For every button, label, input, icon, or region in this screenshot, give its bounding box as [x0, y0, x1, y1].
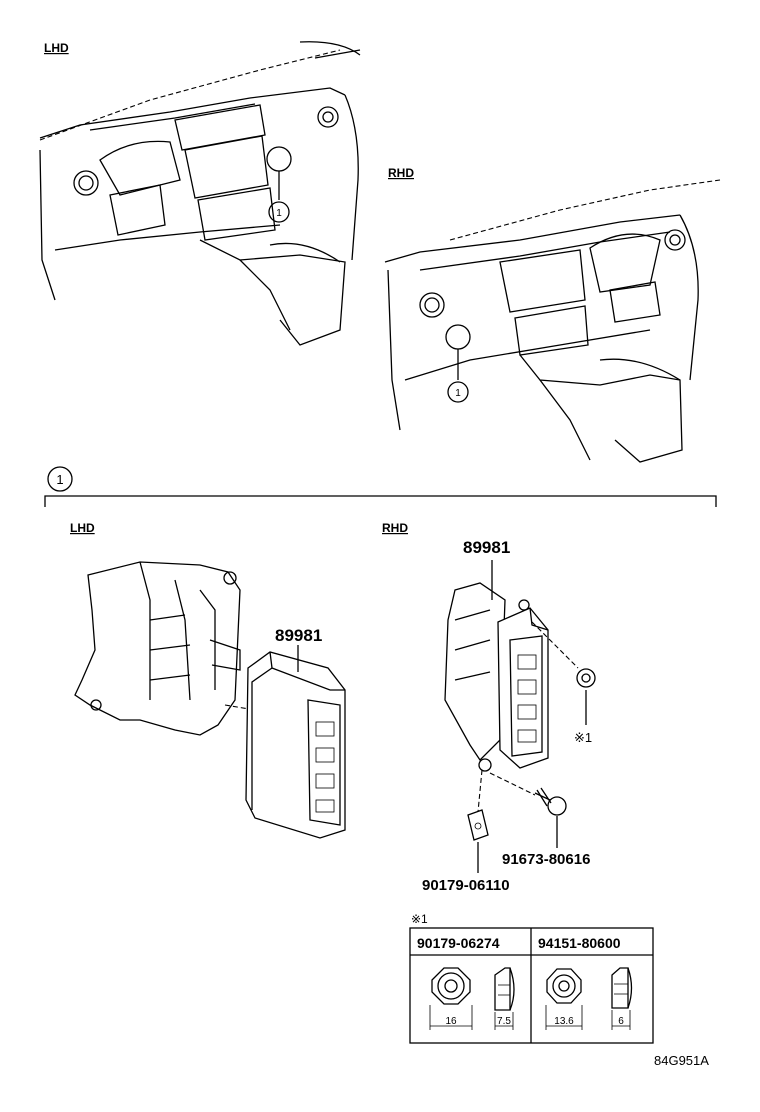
- figure-code: 84G951A: [654, 1053, 709, 1068]
- rhd-dashboard-illustration: RHD 1: [384, 166, 721, 463]
- top-lhd-label: LHD: [44, 41, 69, 55]
- detail-rhd-illustration: RHD 89981 ※1 91673-80616 90179-06110: [382, 521, 596, 894]
- lhd-module-part-number: 89981: [275, 626, 322, 645]
- detail-lhd-illustration: LHD 89981: [70, 521, 346, 839]
- detail-rhd-label: RHD: [382, 521, 408, 535]
- dim-7-5: 7.5: [497, 1016, 511, 1027]
- clip-part-number: 90179-06110: [422, 877, 510, 894]
- top-rhd-label: RHD: [388, 166, 414, 180]
- table-col2-part: 94151-80600: [538, 935, 621, 951]
- table-note-ref: ※1: [411, 912, 428, 926]
- rhd-module-part-number: 89981: [463, 538, 510, 557]
- table-col1-part: 90179-06274: [417, 935, 500, 951]
- section-number: 1: [56, 472, 63, 487]
- screw-part-number: 91673-80616: [502, 851, 590, 868]
- nut-note-ref: ※1: [574, 730, 592, 745]
- lhd-dashboard-illustration: LHD 1: [39, 41, 361, 346]
- fastener-table: ※1 90179-06274 94151-80600 16 7.5 13.6: [409, 912, 654, 1044]
- top-lhd-callout: 1: [276, 208, 282, 219]
- section-header: 1: [44, 466, 717, 507]
- detail-lhd-label: LHD: [70, 521, 95, 535]
- dim-13-6: 13.6: [554, 1016, 574, 1027]
- dim-6: 6: [618, 1016, 624, 1027]
- top-rhd-callout: 1: [455, 388, 461, 399]
- dim-16: 16: [445, 1016, 457, 1027]
